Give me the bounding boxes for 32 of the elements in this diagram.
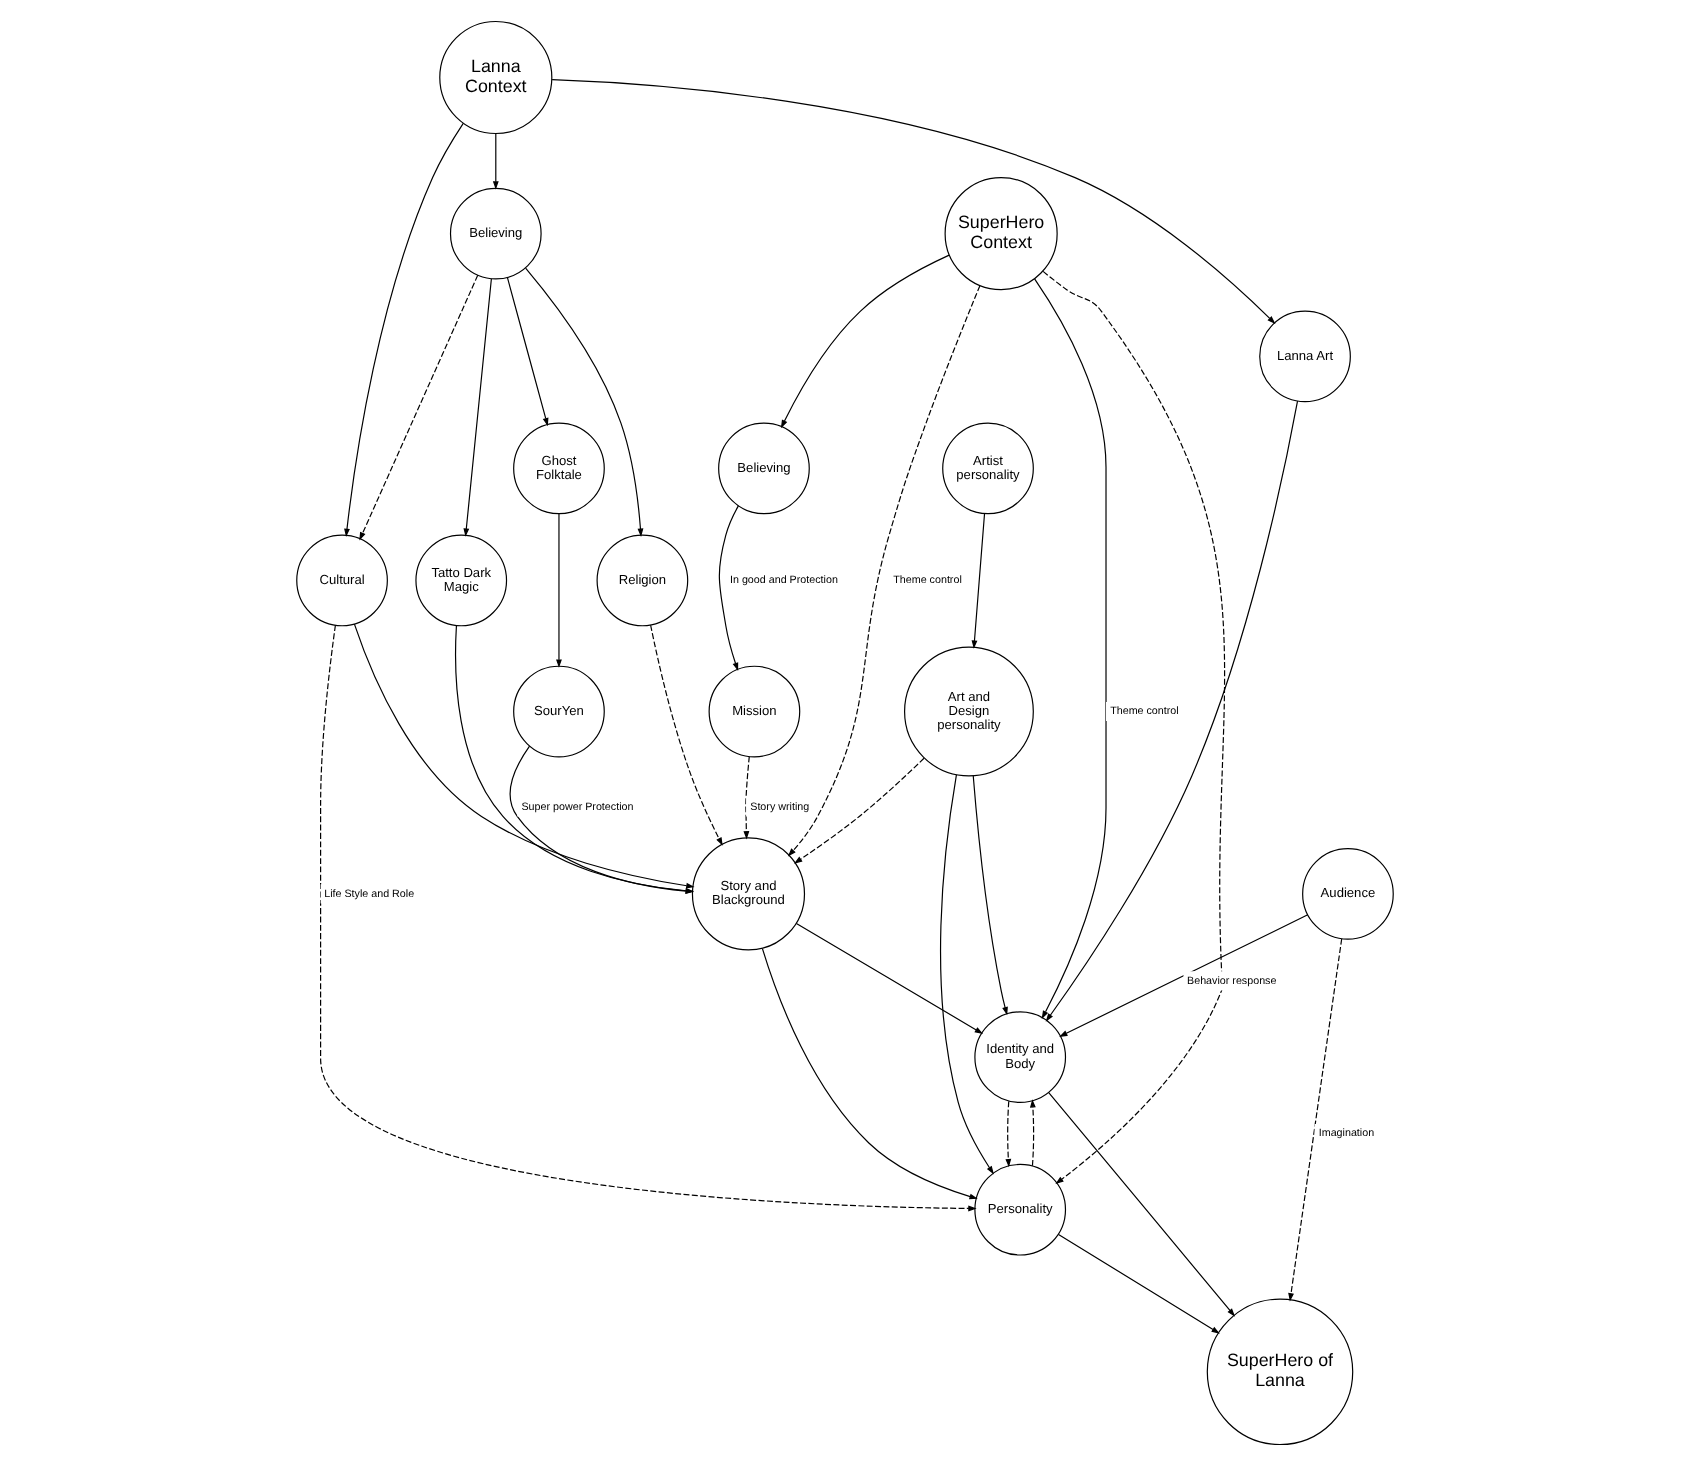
- arrow: [787, 285, 981, 857]
- node-circle: SuperHero of Lanna: [1206, 1298, 1354, 1446]
- node-circle: SuperHero Context: [944, 177, 1058, 291]
- arrow: [972, 775, 1008, 1016]
- arrow: [761, 948, 978, 1200]
- arrow: [1029, 1099, 1036, 1167]
- arrow: [780, 254, 950, 429]
- arrow: [1005, 1100, 1012, 1168]
- arrow: [353, 623, 695, 889]
- arrow: [939, 774, 994, 1175]
- arrow: [359, 274, 479, 541]
- node-circle: Lanna Context: [439, 20, 553, 135]
- arrow: [1059, 914, 1309, 1037]
- arrow: [492, 133, 499, 190]
- arrow: [718, 505, 739, 671]
- arrow: [795, 922, 984, 1034]
- arrow: [1045, 400, 1299, 1022]
- arrow: [525, 267, 644, 537]
- arrow: [971, 513, 986, 649]
- arrow: [344, 122, 464, 538]
- arrow: [743, 756, 750, 840]
- arrow: [1057, 1233, 1220, 1334]
- arrow: [551, 79, 1276, 325]
- arrow: [1042, 270, 1226, 1185]
- arrow: [1034, 278, 1107, 1020]
- arrow: [650, 624, 723, 846]
- arrow: [556, 513, 562, 668]
- arrow: [1048, 1092, 1236, 1317]
- arrow: [793, 757, 925, 864]
- arrow: [506, 276, 549, 427]
- arrow: [463, 278, 492, 537]
- arrow: [1288, 938, 1343, 1302]
